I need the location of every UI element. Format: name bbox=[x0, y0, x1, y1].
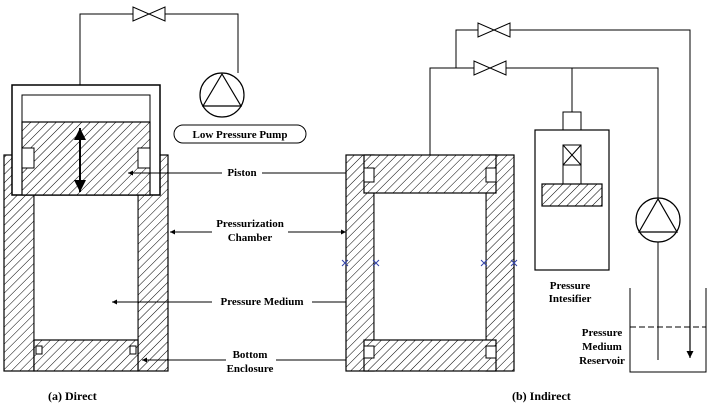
chamber-label-1: Pressurization bbox=[216, 218, 284, 230]
indirect-valve-lower bbox=[473, 60, 507, 76]
indirect-left-wall bbox=[345, 154, 375, 372]
indirect-pipe-pump bbox=[506, 67, 659, 360]
reservoir-label-2: Medium bbox=[582, 341, 622, 353]
low-pressure-pump bbox=[199, 72, 245, 118]
direct-valve bbox=[132, 6, 166, 22]
caption-direct: (a) Direct bbox=[48, 389, 97, 403]
direct-system: Low Pressure Pump bbox=[3, 6, 307, 372]
center-labels: Piston Pressurization Chamber Pressure M… bbox=[112, 167, 384, 375]
indirect-bottom-closure bbox=[363, 339, 497, 372]
piston-label: Piston bbox=[227, 167, 256, 179]
piston-seal-left bbox=[21, 147, 35, 169]
direct-piston bbox=[21, 121, 151, 196]
chamber-label-2: Chamber bbox=[228, 232, 273, 244]
medium-label: Pressure Medium bbox=[221, 296, 304, 308]
seal-markers bbox=[341, 259, 518, 267]
piston-seal-right bbox=[137, 147, 151, 169]
intensifier-label-2: Intesifier bbox=[549, 293, 592, 305]
bottom-label-1: Bottom bbox=[233, 349, 268, 361]
reservoir-label-1: Pressure bbox=[582, 327, 623, 339]
indirect-pipe-upper bbox=[455, 29, 691, 345]
intensifier-label-1: Pressure bbox=[550, 280, 591, 292]
indirect-top-closure bbox=[363, 154, 497, 194]
indirect-valve-upper bbox=[477, 22, 511, 38]
direct-bottom-enclosure bbox=[33, 339, 139, 372]
direct-pipe bbox=[79, 13, 239, 86]
reservoir-label-3: Reservoir bbox=[579, 355, 625, 367]
indirect-system: Pressure Intesifier Pressure Medium Rese… bbox=[341, 22, 707, 373]
indirect-pump bbox=[635, 197, 681, 243]
pressure-intensifier bbox=[534, 111, 610, 271]
pump-label-box bbox=[173, 124, 307, 144]
caption-indirect: (b) Indirect bbox=[512, 389, 571, 403]
pressure-medium-reservoir bbox=[629, 288, 707, 373]
pump-label: Low Pressure Pump bbox=[193, 129, 288, 141]
bottom-label-2: Enclosure bbox=[227, 363, 274, 375]
